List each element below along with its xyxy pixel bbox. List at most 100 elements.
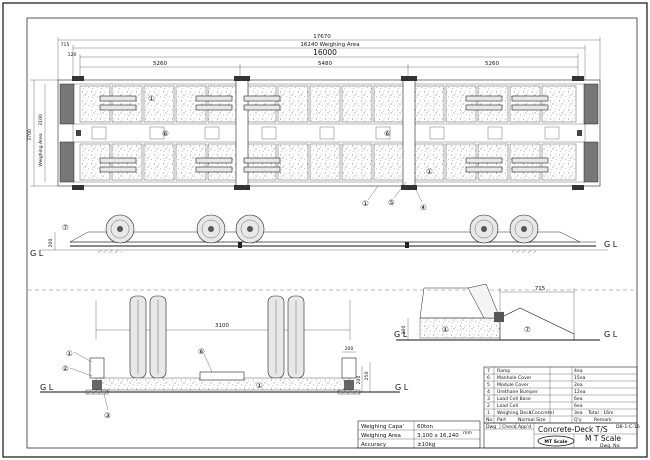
cross-section: 3100 200 200 250 G L G L ① ② (28, 289, 636, 420)
elevation-wheels (105, 214, 539, 244)
part-spec-1: (Concrete) (530, 410, 554, 416)
dim-left-offset: 715 (61, 42, 70, 48)
section-load-cell-right (344, 380, 354, 390)
tb-code: DB-1-C-16 (616, 424, 640, 430)
section-gl-left: G L (40, 383, 54, 392)
part-qty-7: 4ea (574, 368, 583, 374)
part-remark-1: Total : 16m (587, 410, 614, 416)
spec-unit-area: mm (463, 431, 472, 436)
elev-callout-7: ⑦ (62, 223, 69, 232)
part-qty-5: 2ea (574, 382, 583, 388)
parts-header-qty: Q'y (574, 417, 582, 423)
part-name-7: Ramp (497, 368, 510, 374)
elev-gl-right: G L (604, 240, 618, 249)
dim-width-inner: 3100 (38, 114, 44, 126)
callout-1-top: ① (148, 94, 155, 103)
part-no-1: 1 (487, 410, 490, 416)
spec-value-accuracy: ±10kg (417, 442, 435, 448)
ramp-dim-length: 715 (535, 286, 546, 292)
spec-value-capacity: 60ton (417, 424, 434, 430)
callout-6-right: ⑥ (384, 129, 391, 138)
section-dim-h2: 250 (364, 372, 370, 381)
title-block: Dwg Check App'd DB-1-C-16 Concrete-Deck … (483, 422, 640, 449)
section-dim-width: 3100 (215, 323, 229, 329)
part-name-4: Urethane Bumper (497, 389, 538, 395)
part-qty-2: 6ea (574, 403, 583, 409)
part-name-1: Weighing Deck (497, 410, 532, 416)
parts-header-spec: Normal Size (518, 417, 546, 423)
plan-deck-outline (57, 79, 601, 187)
part-qty-4: 12ea (574, 389, 586, 395)
callout-5: ⑤ (388, 198, 395, 207)
part-qty-3: 6ea (574, 396, 583, 402)
module-cover-2 (402, 79, 416, 187)
tb-title: Concrete-Deck T/S (538, 425, 608, 434)
callout-6-left: ⑥ (162, 129, 169, 138)
ramp-callout-1: ① (442, 325, 449, 334)
tb-dwg-no-label: Dwg. No. (600, 443, 621, 449)
ramp-detail-deck (419, 317, 501, 339)
parts-header-part: Part (497, 417, 506, 423)
callout-1-below: ① (362, 199, 369, 208)
spec-value-area: 3,100 x 16,240 (417, 433, 459, 439)
callout-1-right: ① (426, 167, 433, 176)
section-callout-2: ② (62, 364, 69, 373)
elev-gl-left: G L (30, 249, 44, 258)
plan-view: 17670 16240 Weighing Area 16000 715 120 … (27, 34, 601, 212)
mt-scale-logo: MT Scale (537, 435, 575, 447)
plan-center-strip (73, 123, 585, 143)
ramp-left-bottom (59, 141, 75, 183)
tb-app-label: App'd (518, 424, 531, 430)
dim-span-mid: 5480 (318, 61, 332, 67)
section-tires (129, 295, 305, 379)
tb-dwg-label: Dwg (486, 424, 496, 430)
dim-weighing-area: 16240 Weighing Area (300, 42, 359, 48)
tb-company: M T Scale (585, 434, 621, 443)
section-callout-6: ⑥ (198, 347, 205, 356)
section-gl-right: G L (395, 383, 409, 392)
tb-check-label: Check (502, 424, 516, 430)
part-no-4: 4 (487, 389, 490, 395)
ramp-right-top (583, 83, 599, 125)
section-bumper-right (341, 357, 357, 379)
dim-left-offset2: 120 (68, 52, 77, 58)
dim-span-left: 5260 (153, 61, 167, 67)
spec-table: Weighing Capa' 60ton Weighing Area 3,100… (357, 420, 481, 449)
section-callout-1: ① (66, 349, 73, 358)
ramp-detail: 715 200 G L G L ① ⑦ (394, 283, 618, 341)
section-dim-h1: 200 (356, 376, 362, 385)
part-no-3: 3 (487, 396, 490, 402)
plan-deck-inner (72, 83, 586, 183)
ramp-dim-height: 200 (401, 326, 407, 335)
parts-header-no: No. (486, 417, 494, 423)
ramp-right-bottom (583, 141, 599, 183)
dim-overall: 17670 (313, 34, 331, 40)
spec-label-capacity: Weighing Capa' (361, 424, 404, 430)
spec-label-area: Weighing Area (361, 433, 401, 439)
logo-text: MT Scale (544, 439, 567, 445)
part-name-5: Module Cover (497, 382, 529, 388)
plan-tires (99, 95, 549, 173)
section-dim-side: 200 (345, 346, 354, 352)
sheet-border-inner (26, 17, 638, 449)
ramp-left-top (59, 83, 75, 125)
ramp-callout-7: ⑦ (524, 325, 531, 334)
section-callout-1b: ① (256, 381, 263, 390)
dim-inner: 16000 (313, 48, 337, 57)
part-no-7: 7 (487, 368, 490, 374)
parts-list: 7 Ramp 4ea 6 Manhole Cover 15ea 5 Module… (483, 366, 638, 424)
section-manhole (199, 371, 245, 381)
section-bumper-left (89, 357, 105, 379)
part-name-2: Load Cell (497, 403, 518, 409)
part-no-2: 2 (487, 403, 490, 409)
load-cell-mark (234, 76, 250, 81)
part-no-6: 6 (487, 375, 490, 381)
part-qty-6: 15ea (574, 375, 586, 381)
dim-width-outer: 3700 (27, 129, 33, 141)
callout-4: ④ (420, 203, 427, 212)
side-elevation: 200 G L G L ⑦ (30, 214, 618, 258)
section-load-cell-left (92, 380, 102, 390)
part-qty-1: 3ea (574, 410, 583, 416)
